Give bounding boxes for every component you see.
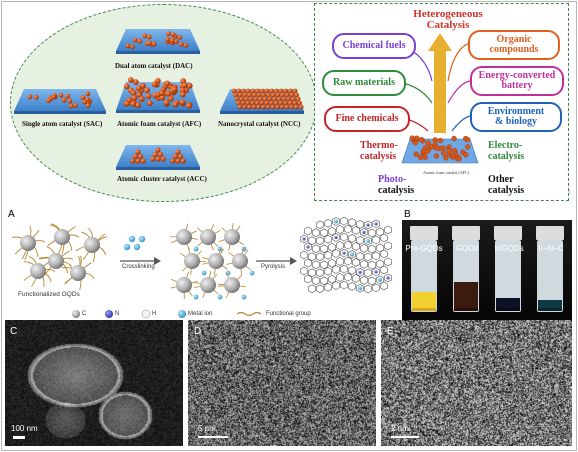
legend-n: N [115, 311, 120, 317]
legend-c-dot [72, 310, 80, 318]
legend-c: C [82, 311, 87, 317]
synthesis-scheme [11, 216, 392, 319]
line-organic [447, 42, 471, 82]
label-afc: Atomic foam catalyst (AFC) [117, 120, 202, 128]
panel-e-letter: E [387, 326, 394, 337]
line-energy [447, 80, 471, 104]
pyrolysis-label: Pyrolysis [261, 264, 286, 270]
panel-b-letter: B [404, 209, 411, 220]
chevron-left-icon: ‹ [568, 186, 571, 196]
scale-e-bar [391, 436, 419, 438]
pill-raw-materials: Raw materials [322, 70, 406, 96]
vial-label-ir-n-c: Ir–N–C [538, 244, 564, 253]
pill-chemical-fuels: Chemical fuels [332, 33, 416, 59]
vials-photo: Pre-GQDs GQDs Ir/GQDs Ir–N–C [402, 220, 572, 320]
crosslinking-label: Crosslinking [122, 264, 155, 270]
legend-metal-dot [178, 310, 186, 318]
vial-label-pre-gqds: Pre-GQDs [405, 244, 443, 253]
scale-c-label: 100 nm [11, 424, 38, 433]
haadf-image-d: 5 nm [188, 320, 376, 446]
haadf-image-e: 2 nm [381, 320, 572, 446]
line-environment [451, 115, 471, 132]
scale-d-bar [198, 436, 228, 438]
label-dac: Dual atom catalyst (DAC) [115, 62, 193, 70]
label-acc: Atomic cluster catalyst (ACC) [117, 175, 207, 183]
pill-fine-chemicals: Fine chemicals [324, 106, 410, 132]
gqds-caption: Functionalized GQDs [18, 291, 80, 298]
tem-image-c: 100 nm [5, 320, 183, 446]
panel-d-letter: D [194, 326, 202, 337]
legend-functional: Functional group [266, 311, 311, 317]
catalyst-tiles [14, 29, 304, 170]
thermo-label: Thermo-catalysis [360, 140, 398, 162]
legend-metal: Metal ion [188, 311, 213, 317]
photo-label: Photo-catalysis [378, 174, 415, 196]
title-catalysis: Catalysis [426, 19, 470, 31]
legend-h: H [152, 311, 157, 317]
connector-graphics [389, 33, 479, 164]
scale-e-label: 2 nm [391, 424, 409, 433]
scale-d-label: 5 nm [198, 424, 216, 433]
pill-environment-biology: Environment& biology [470, 102, 562, 132]
label-sac: Single atom catalyst (SAC) [22, 120, 103, 128]
legend-functional-line [236, 311, 262, 317]
scale-c-bar [13, 436, 25, 439]
title-heterogeneous: Heterogeneous [413, 8, 483, 20]
vial-label-ir-gqds: Ir/GQDs [494, 244, 524, 253]
legend-h-dot [141, 309, 151, 319]
electro-label: Electro-catalysis [488, 140, 525, 162]
label-ncc: Nanocrystal catalyst (NCC) [218, 120, 301, 128]
panel-a-letter: A [8, 209, 15, 220]
center-caption: Atomic foam catalyst (AFC) [423, 170, 469, 175]
legend-n-dot [105, 310, 113, 318]
vial-label-gqds: GQDs [455, 244, 479, 253]
panel-c-letter: C [10, 326, 18, 337]
